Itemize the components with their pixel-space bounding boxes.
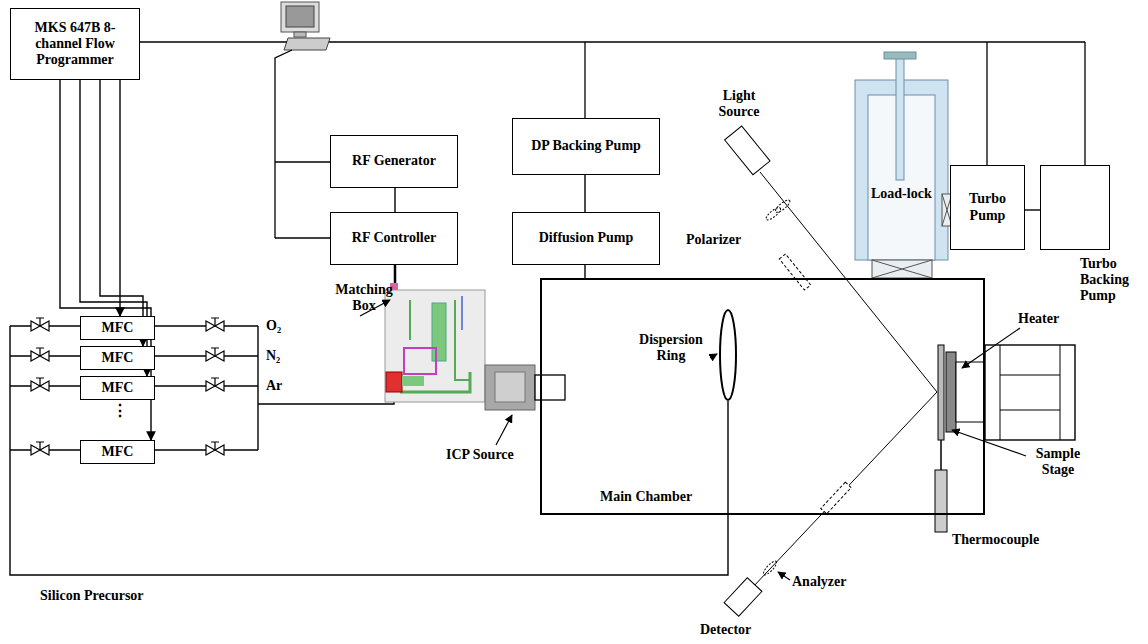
- node-text: MKS 647B 8-channel Flow Programmer: [11, 20, 139, 68]
- connector-line: [394, 188, 395, 212]
- node-text: MFC: [81, 320, 154, 336]
- node-text: Main Chamber: [600, 489, 692, 505]
- part-label: O₂: [266, 318, 281, 334]
- leader-line: [952, 430, 1026, 456]
- node-text: Diffusion Pump: [513, 230, 659, 246]
- part-label: Analyzer: [792, 574, 846, 590]
- equipment-box: RF Generator: [330, 135, 458, 188]
- leader-line: [778, 572, 790, 580]
- load-lock: [855, 52, 952, 278]
- equipment-box: RF Controller: [330, 212, 458, 265]
- equipment-box: Diffusion Pump: [512, 212, 660, 265]
- part-label: Detector: [700, 622, 751, 638]
- node-text: MFC: [81, 350, 154, 366]
- part-label: Thermocouple: [952, 532, 1039, 548]
- part-label: Matching Box: [331, 282, 397, 314]
- gas-line: [10, 326, 728, 575]
- equipment-box: MKS 647B 8-channel Flow Programmer: [10, 8, 140, 80]
- optical-path: [724, 126, 937, 616]
- chamber-box: Main Chamber: [540, 278, 985, 515]
- part-label: Dispersion Ring: [634, 332, 708, 364]
- connector-line: [1025, 209, 1040, 210]
- icp-source: [485, 365, 565, 410]
- matching-box: [385, 283, 485, 402]
- part-label: Ar: [266, 378, 282, 394]
- mfc-box: MFC: [80, 346, 155, 370]
- part-label: N₂: [266, 348, 280, 364]
- thermocouple: [935, 440, 947, 532]
- part-label: Light Source: [712, 88, 766, 120]
- part-label: Load-lock: [871, 186, 932, 202]
- mfc-box: MFC: [80, 376, 155, 400]
- connector-line: [100, 80, 143, 346]
- node-text: RF Controller: [331, 230, 457, 246]
- equipment-box: DP Backing Pump: [512, 118, 660, 175]
- node-text: DP Backing Pump: [513, 138, 659, 154]
- part-label: Heater: [1018, 311, 1059, 327]
- signal-wire: [140, 42, 1085, 290]
- node-text: RF Generator: [331, 153, 457, 169]
- node-text: MFC: [81, 444, 154, 460]
- node-text: Turbo Backing Pump: [1080, 256, 1146, 304]
- part-label: Polarizer: [686, 232, 741, 248]
- connector-line: [119, 80, 120, 316]
- part-label: ⋮: [112, 402, 128, 420]
- leader-line: [496, 415, 512, 445]
- part-label: Sample Stage: [1030, 446, 1086, 478]
- equipment-box: Turbo Backing Pump: [1040, 165, 1110, 250]
- computer-icon: [281, 2, 330, 50]
- connector-line: [584, 265, 585, 278]
- dispersion-ring: [720, 310, 736, 400]
- part-label: Silicon Precursor: [40, 588, 144, 604]
- sample-stage: [938, 345, 1075, 440]
- equipment-box: Turbo Pump: [950, 165, 1025, 250]
- connector-line: [584, 175, 585, 212]
- node-text: Turbo Pump: [951, 191, 1024, 223]
- leader-line: [710, 354, 717, 358]
- leader-line: [962, 328, 1020, 368]
- part-label: ICP Source: [446, 447, 514, 463]
- mfc-box: MFC: [80, 440, 155, 464]
- mfc-box: MFC: [80, 316, 155, 340]
- node-text: MFC: [81, 380, 154, 396]
